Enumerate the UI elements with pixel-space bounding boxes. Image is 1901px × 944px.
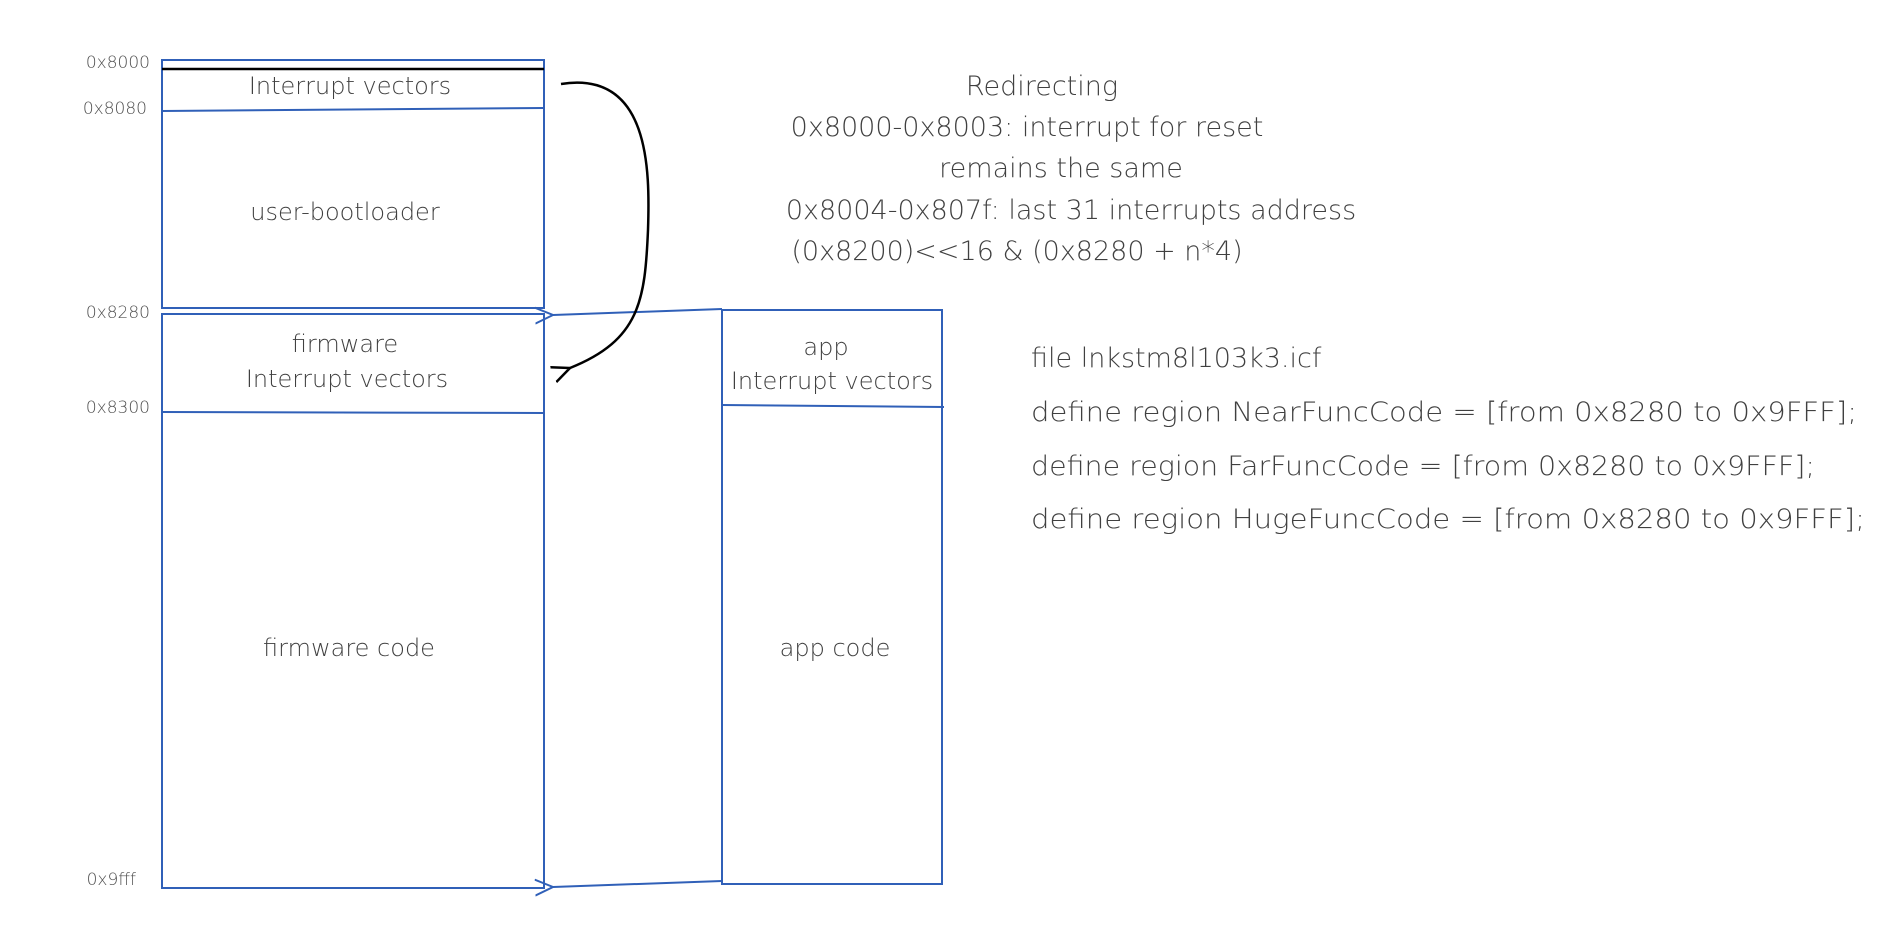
app-to-firmware-bottom-arrow: [553, 881, 723, 887]
linker-near-func-code: define region NearFuncCode = [from 0x828…: [1031, 397, 1857, 428]
app-vectors-label-line1: app: [803, 333, 848, 361]
redirect-note-line2: 0x8000-0x8003: interrupt for reset: [791, 112, 1264, 143]
firmware-vectors-divider-line: [161, 411, 545, 414]
app-code-label: app code: [780, 634, 891, 662]
linker-far-func-code: define region FarFuncCode = [from 0x8280…: [1031, 451, 1815, 482]
bootloader-region-box: [161, 59, 545, 309]
vectors-divider-line: [161, 107, 545, 112]
firmware-code-label: firmware code: [263, 634, 435, 662]
app-to-firmware-top-arrow: [553, 309, 723, 315]
redirect-arrow: [561, 81, 650, 368]
address-label-0x8300: 0x8300: [86, 398, 150, 418]
firmware-vectors-label-line2: Interrupt vectors: [246, 365, 448, 393]
redirect-note-line4: 0x8004-0x807f: last 31 interrupts addres…: [786, 195, 1356, 226]
app-vectors-label-line2: Interrupt vectors: [731, 367, 933, 395]
redirect-note-line5: (0x8200)<<16 & (0x8280 + n*4): [791, 236, 1242, 267]
firmware-vectors-label-line1: firmware: [292, 330, 398, 358]
linker-file-name: file lnkstm8l103k3.icf: [1031, 343, 1322, 374]
address-label-0x8080: 0x8080: [83, 99, 147, 119]
user-bootloader-label: user-bootloader: [250, 198, 440, 226]
firmware-region-box: [161, 313, 545, 889]
linker-huge-func-code: define region HugeFuncCode = [from 0x828…: [1031, 504, 1865, 535]
redirect-note-line1: Redirecting: [966, 71, 1118, 102]
app-region-box: [721, 309, 943, 885]
redirect-note-line3: remains the same: [939, 153, 1183, 184]
interrupt-vectors-label: Interrupt vectors: [249, 72, 451, 100]
address-label-0x8280: 0x8280: [86, 303, 150, 323]
address-label-0x9fff: 0x9fff: [87, 870, 136, 890]
app-vectors-divider-line: [721, 404, 945, 408]
address-label-0x8000: 0x8000: [86, 53, 150, 73]
